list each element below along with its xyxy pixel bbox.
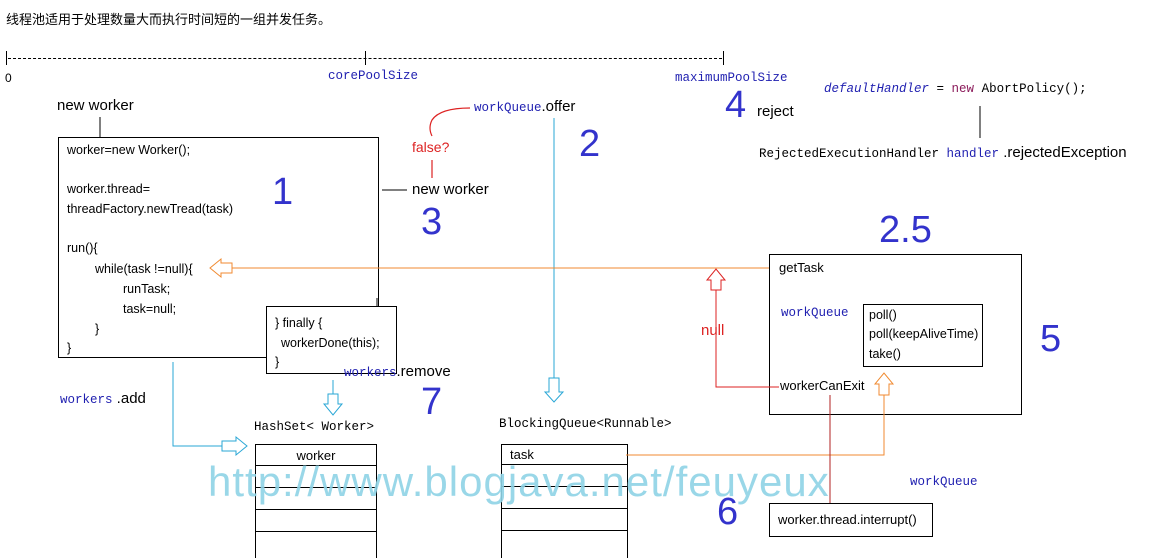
- workers-add-method: .add: [112, 390, 146, 407]
- worker-code-line: while(task !=null){: [95, 262, 193, 276]
- default-handler-line: defaultHandler = new AbortPolicy();: [824, 82, 1087, 96]
- take-method: take(): [869, 347, 901, 361]
- new-worker-mid-label: new worker: [412, 181, 489, 198]
- step-number-2-5: 2.5: [879, 209, 932, 251]
- workers-add-arrow-icon: [221, 435, 248, 457]
- hashset-label: HashSet< Worker>: [254, 420, 375, 434]
- step-number-7: 7: [421, 381, 443, 423]
- finally-code-line: workerDone(this);: [281, 336, 380, 350]
- rejected-type: RejectedExecutionHandler: [759, 147, 947, 161]
- default-handler-new: new: [951, 82, 975, 96]
- step-number-2: 2: [579, 123, 601, 165]
- core-pool-size-label: corePoolSize: [328, 69, 419, 83]
- hashset-table: worker: [255, 444, 377, 558]
- workers-add-label: workers .add: [60, 390, 146, 408]
- workers-remove-var: workers: [344, 366, 397, 380]
- worker-code-line: threadFactory.newTread(task): [67, 202, 234, 216]
- work-queue-bottom-label: workQueue: [910, 475, 978, 489]
- table-row: [256, 509, 376, 510]
- table-row: [256, 465, 376, 466]
- worker-code-line: worker=new Worker();: [67, 143, 191, 157]
- default-handler-rest: AbortPolicy();: [974, 82, 1087, 96]
- maximum-pool-size-label: maximumPoolSize: [675, 71, 788, 85]
- poll-timeout-method: poll(keepAliveTime): [869, 327, 979, 341]
- queue-first-cell: task: [510, 447, 534, 462]
- timeline-ruler: [6, 51, 724, 65]
- queue-to-poll-arrow-icon: [873, 372, 895, 396]
- false-curve: [429, 107, 471, 137]
- workers-remove-label: workers.remove: [344, 363, 451, 381]
- finally-box: } finally { workerDone(this); }: [266, 306, 397, 374]
- queue-table: task: [501, 444, 628, 558]
- worker-code-line: runTask;: [123, 282, 171, 296]
- poll-box: poll() poll(keepAliveTime) take(): [863, 304, 983, 367]
- step-number-5: 5: [1040, 318, 1062, 360]
- watermark-text: http://www.blogjava.net/feuyeux: [208, 458, 830, 505]
- step-number-3: 3: [421, 201, 443, 243]
- default-handler-eq: =: [929, 82, 952, 96]
- finally-code-line: } finally {: [275, 316, 323, 330]
- rejected-handler-line: RejectedExecutionHandler handler .reject…: [759, 144, 1127, 162]
- get-task-queue-var: workQueue: [781, 306, 849, 320]
- offer-method: .offer: [541, 98, 576, 115]
- null-arrow-icon: [705, 268, 727, 291]
- new-worker-top-label: new worker: [57, 97, 134, 114]
- interrupt-text: worker.thread.interrupt(): [778, 512, 917, 527]
- step-number-1: 1: [272, 171, 294, 213]
- table-row: [502, 530, 627, 531]
- worker-code-line: }: [67, 341, 72, 355]
- gettask-arrow-icon: [209, 257, 233, 279]
- worker-code-line: task=null;: [123, 302, 177, 316]
- null-label: null: [701, 322, 725, 339]
- default-handler-var: defaultHandler: [824, 82, 930, 96]
- work-queue-var: workQueue: [474, 101, 542, 115]
- get-task-title: getTask: [779, 260, 824, 275]
- poll-method: poll(): [869, 308, 897, 322]
- step-number-4: 4: [725, 84, 747, 126]
- table-row: [502, 486, 627, 487]
- reject-label: reject: [757, 103, 794, 120]
- worker-code-line: run(){: [67, 241, 98, 255]
- offer-arrow-icon: [543, 377, 565, 403]
- worker-code-line: }: [95, 322, 100, 336]
- rejected-method: .rejectedException: [999, 144, 1127, 161]
- workers-add-var: workers: [60, 393, 113, 407]
- blocking-queue-label: BlockingQueue<Runnable>: [499, 417, 672, 431]
- workers-remove-method: .remove: [396, 363, 451, 380]
- worker-can-exit-label: workerCanExit: [780, 378, 865, 393]
- table-row: [256, 487, 376, 488]
- workers-add-line: [172, 362, 222, 447]
- false-question-label: false?: [412, 139, 450, 155]
- rejected-var: handler: [946, 147, 1000, 161]
- table-row: [502, 464, 627, 465]
- table-row: [256, 531, 376, 532]
- table-row: [502, 508, 627, 509]
- timeline-zero: 0: [5, 71, 12, 85]
- queue-to-poll-line: [626, 395, 885, 456]
- null-line: [715, 290, 779, 388]
- work-queue-offer-label: workQueue.offer: [474, 98, 575, 116]
- interrupt-box: worker.thread.interrupt(): [769, 503, 933, 537]
- hashset-first-cell: worker: [296, 448, 336, 463]
- workers-remove-arrow-icon: [322, 393, 344, 416]
- intro-text: 线程池适用于处理数量大而执行时间短的一组并发任务。: [6, 12, 332, 27]
- worker-code-line: worker.thread=: [67, 182, 151, 196]
- finally-code-line: }: [275, 355, 280, 369]
- step-number-6: 6: [717, 491, 739, 533]
